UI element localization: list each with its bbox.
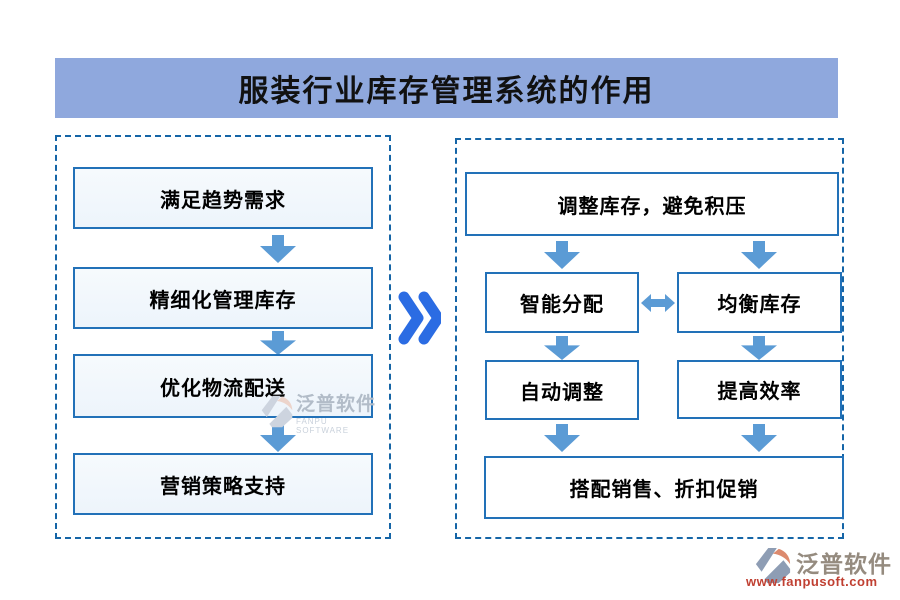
down-arrow-icon — [544, 241, 580, 269]
down-arrow-icon — [260, 424, 296, 452]
watermark-url: www.fanpusoft.com — [746, 574, 878, 589]
flow-auto-adjust: 自动调整 — [485, 360, 639, 420]
flow-smart-allocation: 智能分配 — [485, 272, 639, 333]
left-right-arrow-icon — [641, 292, 675, 314]
down-arrow-icon — [741, 336, 777, 360]
watermark-bottom-right: 泛普软件 www.fanpusoft.com — [740, 547, 898, 595]
flow-balanced-inventory: 均衡库存 — [677, 272, 842, 333]
flow-bundle-promotion: 搭配销售、折扣促销 — [484, 456, 844, 519]
flow-step-trend-demand: 满足趋势需求 — [73, 167, 373, 229]
watermark-brand-text: 泛普软件 — [796, 552, 892, 577]
fanpu-logo-icon — [754, 547, 792, 590]
flow-improve-efficiency: 提高效率 — [677, 360, 842, 419]
page-title: 服装行业库存管理系统的作用 — [55, 58, 838, 118]
left-flow-panel: 满足趋势需求 精细化管理库存 优化物流配送 营销策略支持 — [55, 135, 391, 539]
flow-step-logistics: 优化物流配送 — [73, 354, 373, 418]
down-arrow-icon — [544, 424, 580, 452]
flow-step-fine-management: 精细化管理库存 — [73, 267, 373, 329]
right-flow-panel: 调整库存，避免积压 智能分配 均衡库存 自动调整 提高效率 搭配销售、折扣促销 — [455, 138, 844, 539]
down-arrow-icon — [741, 424, 777, 452]
down-arrow-icon — [260, 331, 296, 355]
down-arrow-icon — [741, 241, 777, 269]
down-arrow-icon — [260, 235, 296, 263]
flow-step-marketing: 营销策略支持 — [73, 453, 373, 515]
double-chevron-right-icon — [397, 289, 444, 347]
flow-adjust-inventory: 调整库存，避免积压 — [465, 172, 839, 236]
down-arrow-icon — [544, 336, 580, 360]
